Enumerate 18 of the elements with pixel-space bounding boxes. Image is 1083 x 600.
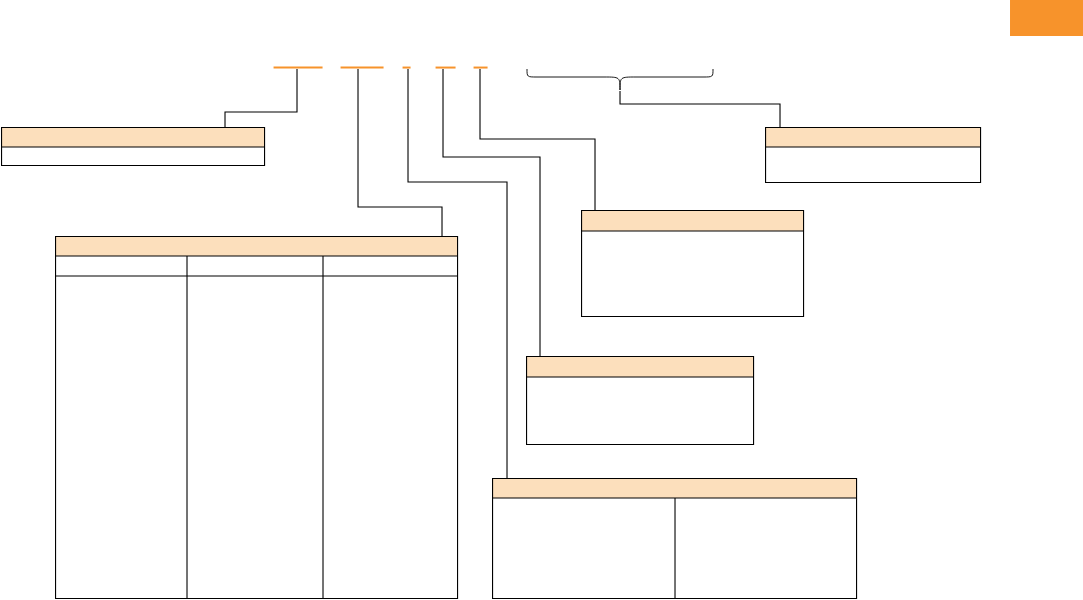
- table-box: [580, 210, 805, 318]
- underline-bar: [273, 66, 323, 69]
- curly-brace: [526, 68, 714, 91]
- table-box: [0, 127, 266, 167]
- table-box: [525, 356, 755, 446]
- table-box: [491, 478, 858, 600]
- underline-bar: [435, 66, 456, 69]
- underline-bar: [340, 66, 384, 69]
- underline-bar: [473, 66, 488, 69]
- leader-line: [479, 68, 596, 211]
- leader-line: [357, 68, 443, 237]
- leader-line: [442, 68, 541, 357]
- table-box: [764, 127, 982, 184]
- table-box: [54, 236, 459, 600]
- underline-bar: [402, 66, 411, 69]
- leader-line: [407, 68, 508, 479]
- leader-line: [619, 90, 781, 128]
- leader-line: [224, 68, 298, 128]
